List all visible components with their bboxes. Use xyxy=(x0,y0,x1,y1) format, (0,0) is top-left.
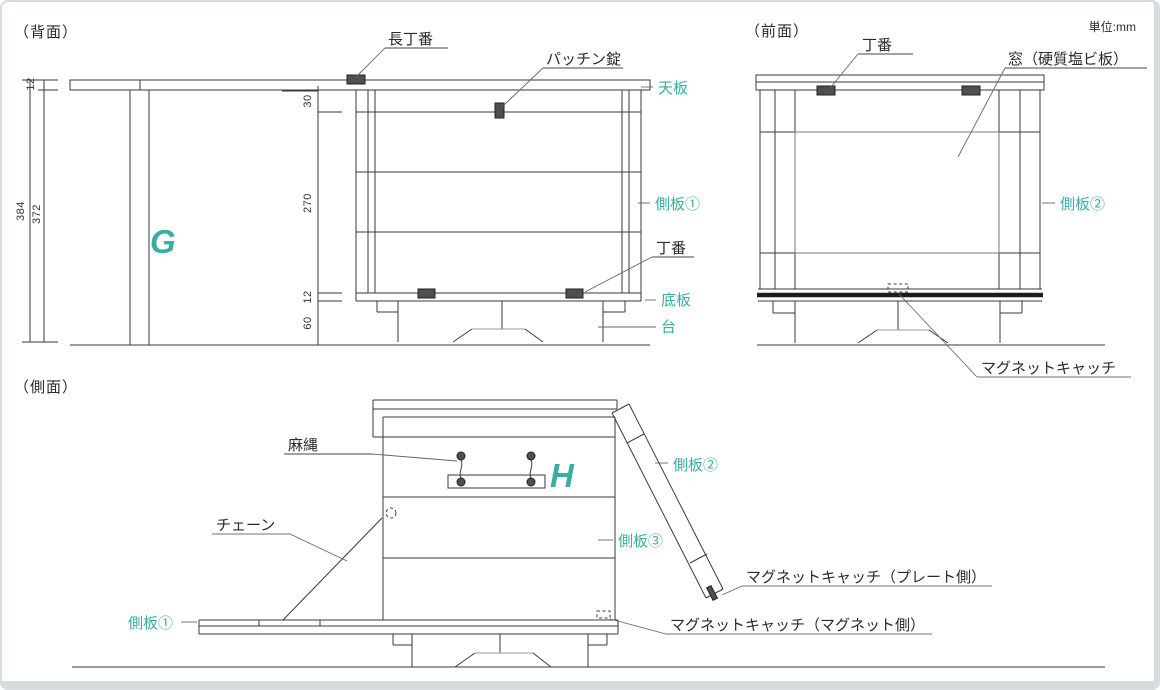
latch-marker xyxy=(494,102,505,119)
side-box-body xyxy=(372,399,618,620)
front-side-plate2-label: 側板② xyxy=(1060,195,1105,213)
side-panel-letter: H xyxy=(550,457,575,494)
magnet-catch-plate-marker xyxy=(705,584,719,602)
window-label: 窓（硬質塩ビ板） xyxy=(1008,50,1128,68)
front-hinge-marker-right xyxy=(961,85,981,96)
front-callouts: 丁番 窓（硬質塩ビ板） 側板② マグネットキャッチ xyxy=(830,37,1147,378)
back-panel-letter: G xyxy=(150,223,176,260)
back-hinge-marker-right xyxy=(565,288,584,299)
side-side-plate2-label: 側板② xyxy=(673,456,718,474)
unit-note: 単位:mm xyxy=(1089,19,1136,34)
chain-anchor-marker xyxy=(385,507,397,519)
back-callouts: 長丁番 パッチン錠 天板 側板① 丁番 底板 台 xyxy=(355,31,700,336)
back-stand xyxy=(376,301,626,343)
front-view: （前面） 単位:mm xyxy=(745,19,1147,378)
side-view-title: （側面） xyxy=(14,379,78,396)
bottom-plate-label: 底板 xyxy=(661,291,691,309)
chain-line xyxy=(282,517,383,621)
front-stand xyxy=(772,301,1023,344)
rope-handle xyxy=(447,451,546,489)
dim-bottom-thickness: 12 xyxy=(302,290,314,303)
dim-door-height: 372 xyxy=(31,204,43,224)
rope-knot-top-right xyxy=(526,451,536,461)
front-top-plate xyxy=(755,74,1045,91)
front-hinge-marker-left xyxy=(816,85,836,96)
back-side-plate1-label: 側板① xyxy=(655,195,700,213)
rope-label: 麻縄 xyxy=(288,437,318,454)
side-side-plate1-label: 側板① xyxy=(128,614,173,632)
rope-knot-top-left xyxy=(456,451,466,461)
side-stand xyxy=(392,634,608,668)
dim-top-thickness: 12 xyxy=(25,77,37,90)
dim-top-rail: 30 xyxy=(302,94,314,107)
front-hinge-label: 丁番 xyxy=(862,37,892,54)
rope-knot-bottom-left xyxy=(456,477,466,487)
stand-label: 台 xyxy=(661,319,676,336)
side-magnet-catch-marker xyxy=(596,610,611,619)
back-left-dimensions: 12 384 372 xyxy=(15,77,58,343)
chain-label: チェーン xyxy=(216,517,275,534)
magnet-catch-plate-label: マグネットキャッチ（プレート側） xyxy=(746,569,986,586)
magnet-catch-magnet-label: マグネットキャッチ（マグネット側） xyxy=(670,617,925,634)
rope-strand-right xyxy=(529,459,533,479)
latch-label: パッチン錠 xyxy=(546,51,621,68)
front-magnet-catch-marker xyxy=(887,283,909,293)
dim-body: 270 xyxy=(302,193,314,213)
side-view: （側面） xyxy=(14,379,1105,668)
dim-stand-height: 60 xyxy=(302,316,314,329)
back-hinge-label: 丁番 xyxy=(656,240,686,257)
back-middle-dimensions: 30 270 12 60 xyxy=(282,86,342,345)
back-box-body xyxy=(355,90,642,302)
side-callouts: 麻縄 チェーン 側板① 側板② 側板③ マグネットキャッチ（プレート側） マグネ… xyxy=(128,437,992,635)
long-hinge-marker xyxy=(346,74,366,85)
rope-knot-bottom-right xyxy=(526,477,536,487)
top-plate-label: 天板 xyxy=(658,79,688,97)
back-hinge-marker-left xyxy=(417,288,436,299)
front-view-title: （前面） xyxy=(745,23,809,40)
back-view-title: （背面） xyxy=(14,24,78,41)
back-view: （背面） G 12 384 372 xyxy=(14,24,700,346)
long-hinge-label: 長丁番 xyxy=(388,31,433,48)
side-open-door xyxy=(198,619,619,635)
dim-total-height: 384 xyxy=(15,201,27,221)
tilted-side-plate-2 xyxy=(611,403,724,602)
rope-strand-left xyxy=(459,459,463,479)
front-magnet-catch-label: マグネットキャッチ xyxy=(981,360,1116,377)
side-side-plate3-label: 側板③ xyxy=(618,532,663,550)
front-box-body xyxy=(757,90,1043,302)
window-hatch xyxy=(794,131,1000,254)
